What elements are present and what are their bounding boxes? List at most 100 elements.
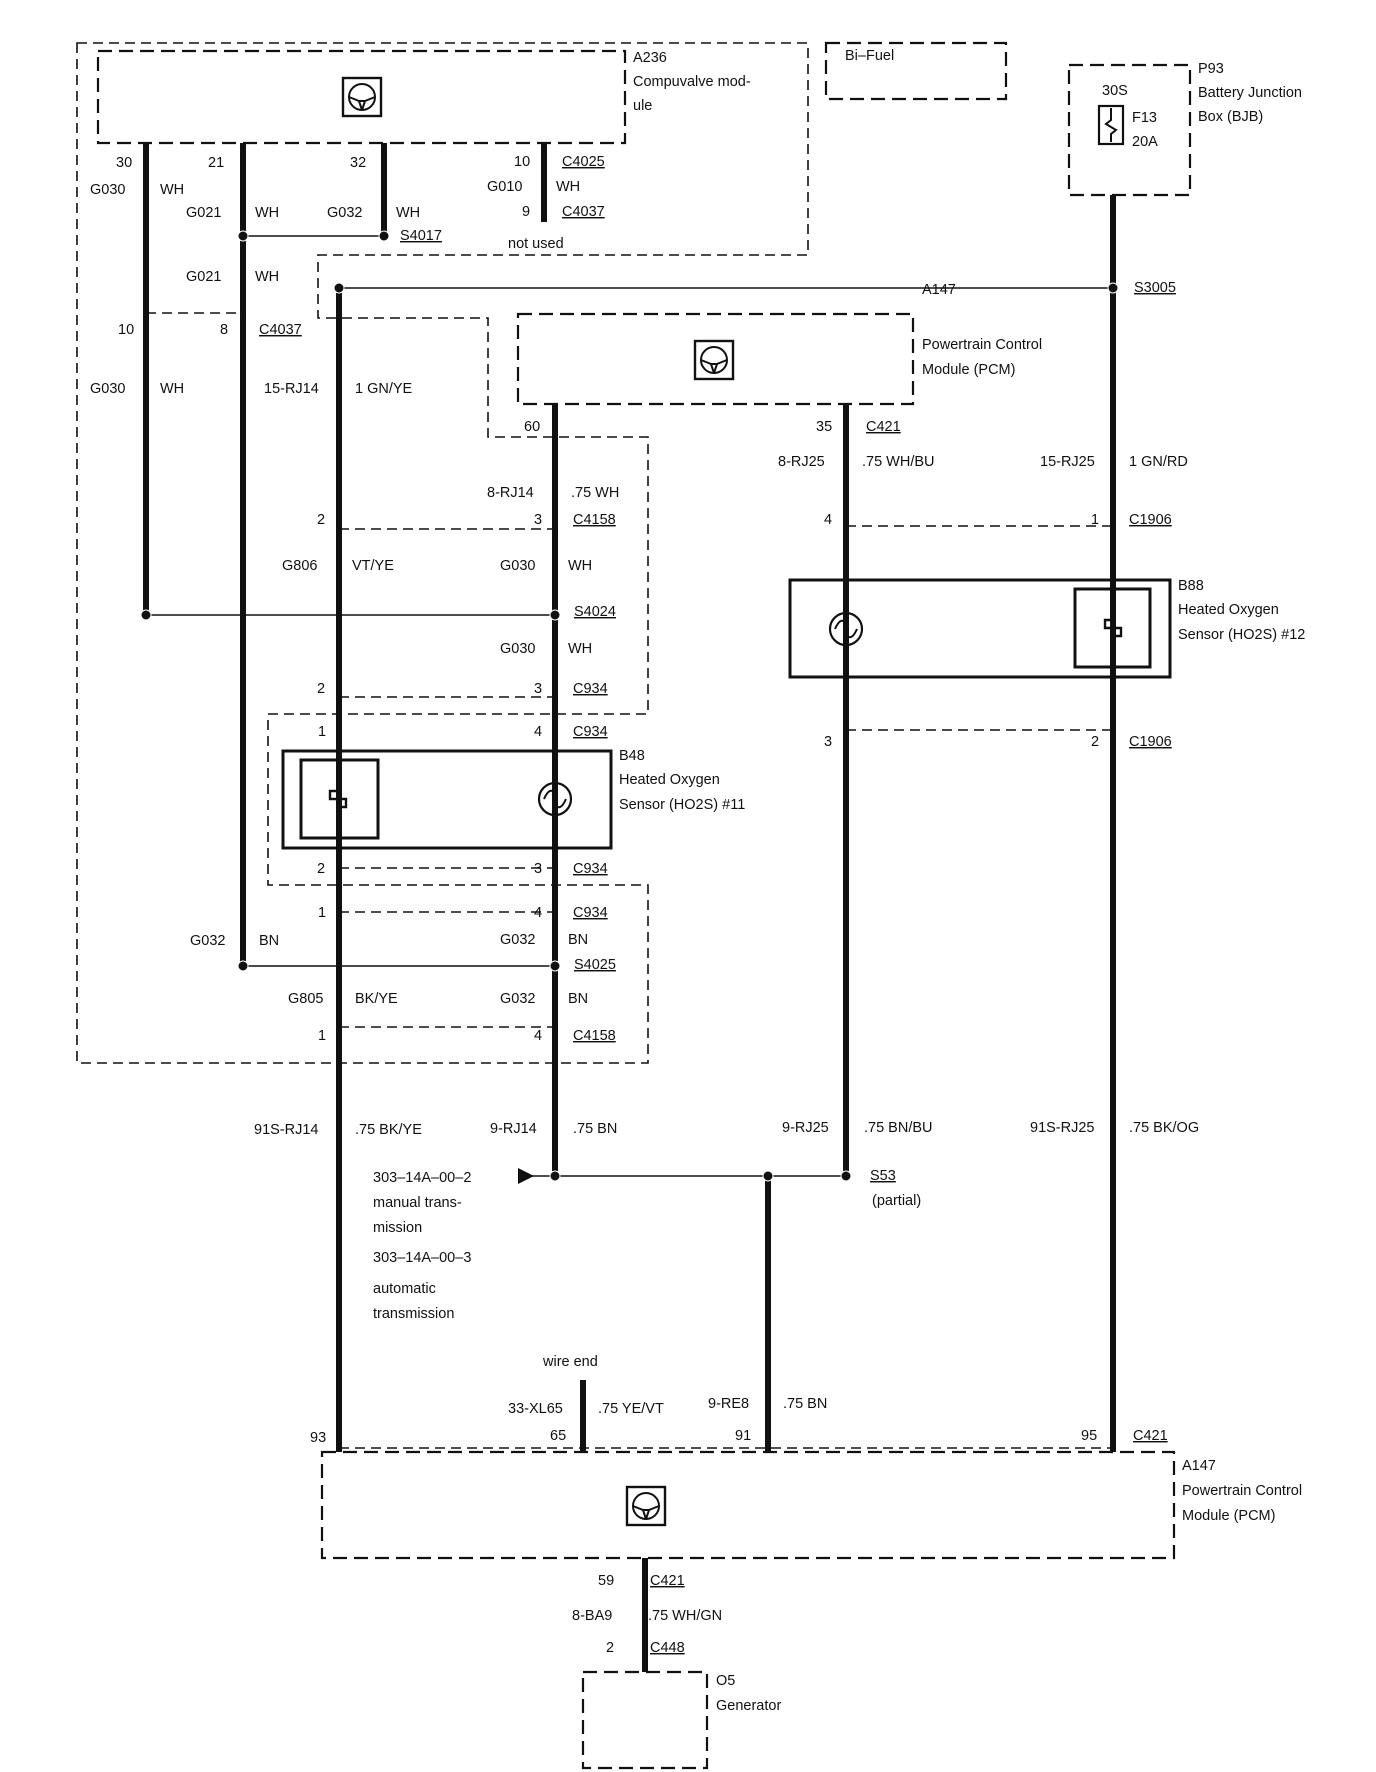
color-label: BK/YE <box>355 991 398 1007</box>
circuit-label: 9-RE8 <box>708 1396 749 1412</box>
p93-pin: 30S <box>1102 83 1128 99</box>
diagram-labels: 30 21 32 10 C4025 G030 WH G021 WH G032 W… <box>90 154 1199 1656</box>
connector-label: C934 <box>573 724 608 740</box>
color-label: 1 GN/YE <box>355 381 413 397</box>
circuit-label: 15-RJ25 <box>1040 454 1095 470</box>
o5-id: O5 <box>716 1673 735 1689</box>
b48-name-line1: Heated Oxygen <box>619 772 720 788</box>
splice-label: S4017 <box>400 228 442 244</box>
splice-dot <box>333 282 345 294</box>
connector-label: C421 <box>1133 1428 1168 1444</box>
splice-dot <box>1107 282 1119 294</box>
color-label: .75 YE/VT <box>598 1401 664 1417</box>
reference-desc: automatic <box>373 1281 436 1297</box>
a236-name-line2: ule <box>633 98 652 114</box>
splice-dot <box>549 609 561 621</box>
pin-label: 1 <box>1091 512 1099 528</box>
splice-dot <box>378 230 390 242</box>
pin-label: 35 <box>816 419 832 435</box>
circuit-label: G021 <box>186 269 221 285</box>
a236-id: A236 <box>633 50 667 66</box>
reference-label: 303–14A–00–3 <box>373 1250 471 1266</box>
pin-label: 3 <box>824 734 832 750</box>
connector-label: C934 <box>573 861 608 877</box>
pcm-bottom-name-line1: Powertrain Control <box>1182 1483 1302 1499</box>
splice-label: S4024 <box>574 604 616 620</box>
p93-name-line1: Battery Junction <box>1198 85 1302 101</box>
pin-label: 30 <box>116 155 132 171</box>
circuit-label: G030 <box>90 182 125 198</box>
color-label: .75 BN <box>573 1121 617 1137</box>
circuit-label: 15-RJ14 <box>264 381 319 397</box>
circuit-label: G032 <box>327 205 362 221</box>
pin-label: 4 <box>534 724 542 740</box>
color-label: BN <box>568 932 588 948</box>
color-label: WH <box>160 381 184 397</box>
b88-name-line2: Sensor (HO2S) #12 <box>1178 627 1305 643</box>
circuit-label: G010 <box>487 179 522 195</box>
reference-label: 303–14A–00–2 <box>373 1170 471 1186</box>
circuit-label: G030 <box>90 381 125 397</box>
color-label: WH <box>568 558 592 574</box>
pcm-bottom-box <box>320 1450 1176 1560</box>
p93-id: P93 <box>1198 61 1224 77</box>
module-icon <box>625 1485 667 1527</box>
fuse-icon <box>1104 108 1118 142</box>
bifuel-boundary <box>76 42 809 1064</box>
wire-end-label: wire end <box>542 1354 598 1370</box>
fuse-f13 <box>1097 104 1125 146</box>
connector-label: C421 <box>866 419 901 435</box>
splice-dot <box>140 609 152 621</box>
circuit-label: 91S-RJ14 <box>254 1122 318 1138</box>
pin-label: 8 <box>220 322 228 338</box>
p93-bjb-box <box>1067 63 1192 197</box>
reference-desc: transmission <box>373 1306 454 1322</box>
pcm-top-name-line2: Module (PCM) <box>922 362 1015 378</box>
circuit-label: G032 <box>190 933 225 949</box>
color-label: WH <box>255 205 279 221</box>
circuit-label: 9-RJ25 <box>782 1120 829 1136</box>
p93-name-line2: Box (BJB) <box>1198 109 1263 125</box>
b88-id: B88 <box>1178 578 1204 594</box>
reference-desc: manual trans- <box>373 1195 462 1211</box>
color-label: VT/YE <box>352 558 394 574</box>
connector-label: C4025 <box>562 154 605 170</box>
pin-label: 2 <box>606 1640 614 1656</box>
pin-label: 3 <box>534 681 542 697</box>
pin-label: 60 <box>524 419 540 435</box>
circuit-label: G032 <box>500 932 535 948</box>
splice-label: S3005 <box>1134 280 1176 296</box>
pcm-top-box <box>516 312 915 406</box>
color-label: .75 BK/YE <box>355 1122 422 1138</box>
color-label: .75 BN <box>783 1396 827 1412</box>
pcm-bottom-name-line2: Module (PCM) <box>1182 1508 1275 1524</box>
splice-dot <box>762 1170 774 1182</box>
o5-name: Generator <box>716 1698 781 1714</box>
pin-label: 1 <box>318 724 326 740</box>
b48-sensor-box <box>281 749 613 850</box>
connector-label: C421 <box>650 1573 685 1589</box>
color-label: WH <box>160 182 184 198</box>
color-label: .75 WH/GN <box>648 1608 722 1624</box>
circuit-label: 91S-RJ25 <box>1030 1120 1094 1136</box>
splice-label: S53 <box>870 1168 896 1184</box>
pcm-bottom-id: A147 <box>1182 1458 1216 1474</box>
connector-label: C448 <box>650 1640 685 1656</box>
connector-label: C4037 <box>562 204 605 220</box>
b88-name-line1: Heated Oxygen <box>1178 602 1279 618</box>
color-label: .75 WH <box>571 485 619 501</box>
splice-dot <box>549 960 561 972</box>
connector-label: C4158 <box>573 512 616 528</box>
circuit-label: 8-RJ14 <box>487 485 534 501</box>
circuit-label: G032 <box>500 991 535 1007</box>
pin-label: 2 <box>317 681 325 697</box>
color-label: .75 WH/BU <box>862 454 935 470</box>
pin-label: 95 <box>1081 1428 1097 1444</box>
pin-label: 32 <box>350 155 366 171</box>
pin-label: 9 <box>522 204 530 220</box>
pcm-top-id: A147 <box>922 282 956 298</box>
circuit-label: G805 <box>288 991 323 1007</box>
pin-label: 1 <box>318 905 326 921</box>
pin-label: 2 <box>1091 734 1099 750</box>
